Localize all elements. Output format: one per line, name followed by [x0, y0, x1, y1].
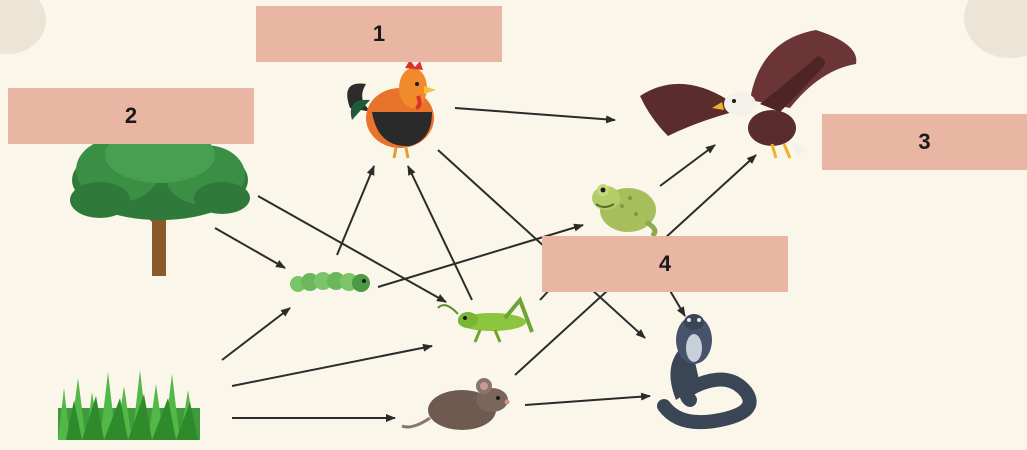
label-box-4[interactable]: 4	[542, 236, 788, 292]
label-box-3[interactable]: 3	[822, 114, 1027, 170]
grass-icon	[58, 370, 200, 440]
arrow-tree-grasshopper	[257, 195, 447, 303]
label-box-1-text: 1	[372, 21, 386, 46]
label-box-2-text: 2	[124, 103, 138, 128]
label-box-2[interactable]: 2	[8, 88, 254, 144]
arrow-caterpillar-frog	[377, 223, 584, 288]
frog-icon	[592, 184, 658, 238]
eagle-icon	[640, 30, 857, 159]
arrow-grass-caterpillar	[221, 307, 291, 361]
arrow-grasshopper-rooster	[407, 165, 473, 301]
arrow-frog-eagle	[659, 144, 716, 187]
arrow-layer	[214, 107, 757, 422]
arrow-caterpillar-rooster	[336, 165, 375, 256]
label-box-4-text: 4	[658, 251, 672, 276]
label-box-3-text: 3	[918, 129, 931, 154]
arrow-rooster-eagle	[454, 107, 616, 124]
corner-blob-right	[964, 0, 1027, 58]
corner-blob-left	[0, 0, 46, 54]
arrow-mouse-snake	[524, 392, 651, 406]
mouse-icon	[401, 378, 510, 430]
rooster-icon	[347, 60, 436, 159]
snake-icon	[657, 314, 757, 430]
caterpillar-icon	[290, 272, 370, 292]
arrow-tree-caterpillar	[214, 227, 286, 269]
arrow-grass-grasshopper	[231, 343, 433, 387]
label-box-1[interactable]: 1	[256, 6, 502, 62]
arrow-rooster-snake	[437, 149, 646, 339]
grasshopper-icon	[437, 296, 534, 343]
tree-icon	[70, 127, 250, 276]
